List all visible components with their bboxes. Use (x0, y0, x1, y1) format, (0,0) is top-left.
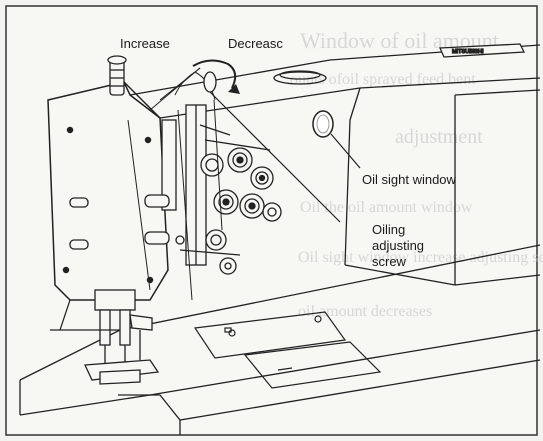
tension-assembly (69, 104, 282, 275)
decrease-label: Decreasc (228, 36, 283, 51)
oiling-adjusting-screw (192, 59, 341, 223)
needle-assembly (84, 289, 160, 385)
oiling-screw-label-line1: Oiling (372, 222, 405, 237)
bleed-line-5: Oil sight window increase adjusting scre… (298, 249, 543, 266)
top-screw-knob (107, 55, 127, 96)
bleed-line-3: adjustment (395, 126, 483, 148)
increase-label: Increase (120, 36, 170, 51)
bleed-line-4: Oil the oil amount window (300, 199, 473, 216)
face-plate (47, 81, 169, 301)
brand-text: MITSUBISHI (452, 49, 484, 55)
oiling-screw-label-line2: adjusting (372, 238, 424, 253)
oiling-screw-label-line3: screw (372, 254, 407, 269)
oiling-screw-leader (209, 91, 341, 223)
rotation-arrow-icon (228, 84, 240, 94)
oil-sight-window-label: Oil sight window (362, 172, 457, 187)
bleed-line-6: oil amount decreases (298, 303, 432, 320)
slide-plates (50, 299, 382, 389)
arm-right-side (344, 87, 541, 286)
bleed-through-text: Window of oil amount ounts ofoil sprayed… (290, 28, 543, 320)
oil-sight-leader (330, 133, 361, 169)
oil-sight-window (312, 110, 361, 169)
